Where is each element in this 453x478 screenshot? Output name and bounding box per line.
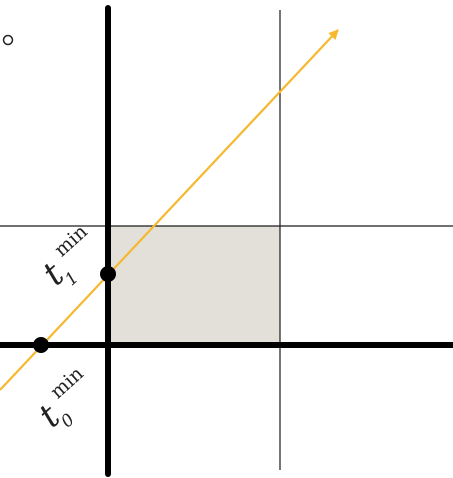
corner-circle-icon (2, 34, 14, 46)
t0-min-label: t 0 min (31, 363, 88, 436)
t1-min-label: t 1 min (35, 221, 92, 294)
t1-min-point (100, 266, 116, 282)
t0-min-point (33, 337, 49, 353)
t0-sup-text: min (46, 363, 88, 404)
ray-line (0, 29, 339, 391)
t1-sup-text: min (50, 221, 92, 262)
bounding-box-region (108, 226, 280, 345)
